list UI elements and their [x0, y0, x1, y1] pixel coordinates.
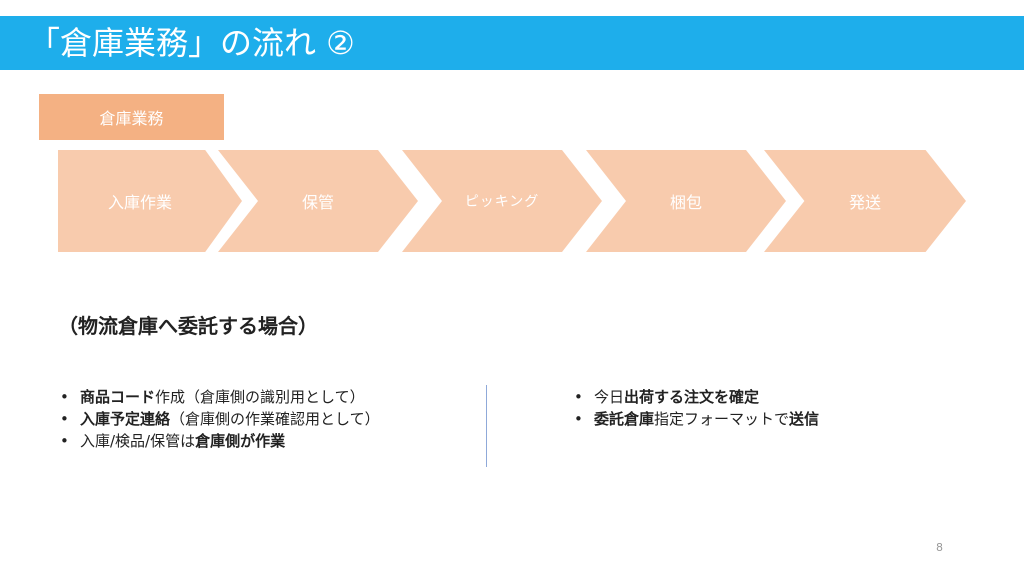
step-picking: ピッキング: [402, 150, 602, 252]
subheading: （物流倉庫へ委託する場合）: [58, 314, 318, 338]
slide-title: 「倉庫業務」の流れ ②: [28, 24, 355, 62]
column-divider: [486, 385, 487, 467]
step-label: 発送: [848, 193, 881, 212]
bullet-text: 指定フォーマットで: [654, 410, 790, 428]
step-label: 保管: [301, 193, 334, 212]
step-hassou: 発送: [764, 150, 966, 252]
list-item: 入庫予定連絡（倉庫側の作業確認用として）: [56, 408, 380, 430]
bullet-text: 今日: [594, 388, 625, 406]
section-label: 倉庫業務: [39, 94, 224, 140]
page-number: 8: [936, 541, 943, 554]
bullet-bold: 倉庫側が作業: [195, 432, 286, 450]
bullet-bold: 入庫予定連絡: [80, 410, 171, 428]
list-item: 今日出荷する注文を確定: [570, 386, 819, 408]
bullet-text: 作成（倉庫側の識別用として）: [155, 388, 365, 406]
list-item: 入庫/検品/保管は倉庫側が作業: [56, 430, 380, 452]
right-bullet-list: 今日出荷する注文を確定 委託倉庫指定フォーマットで送信: [570, 386, 819, 430]
step-label: ピッキング: [464, 194, 540, 210]
bullet-text: 入庫/検品/保管は: [80, 432, 196, 450]
step-konpou: 梱包: [586, 150, 786, 252]
bullet-text: （倉庫側の作業確認用として）: [170, 410, 380, 428]
left-bullet-list: 商品コード作成（倉庫側の識別用として） 入庫予定連絡（倉庫側の作業確認用として）…: [56, 386, 380, 452]
step-label: 梱包: [669, 193, 702, 212]
bullet-bold: 委託倉庫: [594, 410, 655, 428]
list-item: 委託倉庫指定フォーマットで送信: [570, 408, 819, 430]
bullet-bold: 出荷する注文を確定: [624, 388, 760, 406]
title-bar: 「倉庫業務」の流れ ②: [0, 16, 1024, 70]
bullet-bold: 送信: [789, 410, 820, 428]
step-nyuuko: 入庫作業: [58, 150, 242, 252]
process-flow: 入庫作業 保管 ピッキング 梱包 発送: [0, 150, 1024, 252]
bullet-bold: 商品コード: [80, 388, 156, 406]
step-hokan: 保管: [218, 150, 418, 252]
step-label: 入庫作業: [107, 193, 172, 212]
list-item: 商品コード作成（倉庫側の識別用として）: [56, 386, 380, 408]
